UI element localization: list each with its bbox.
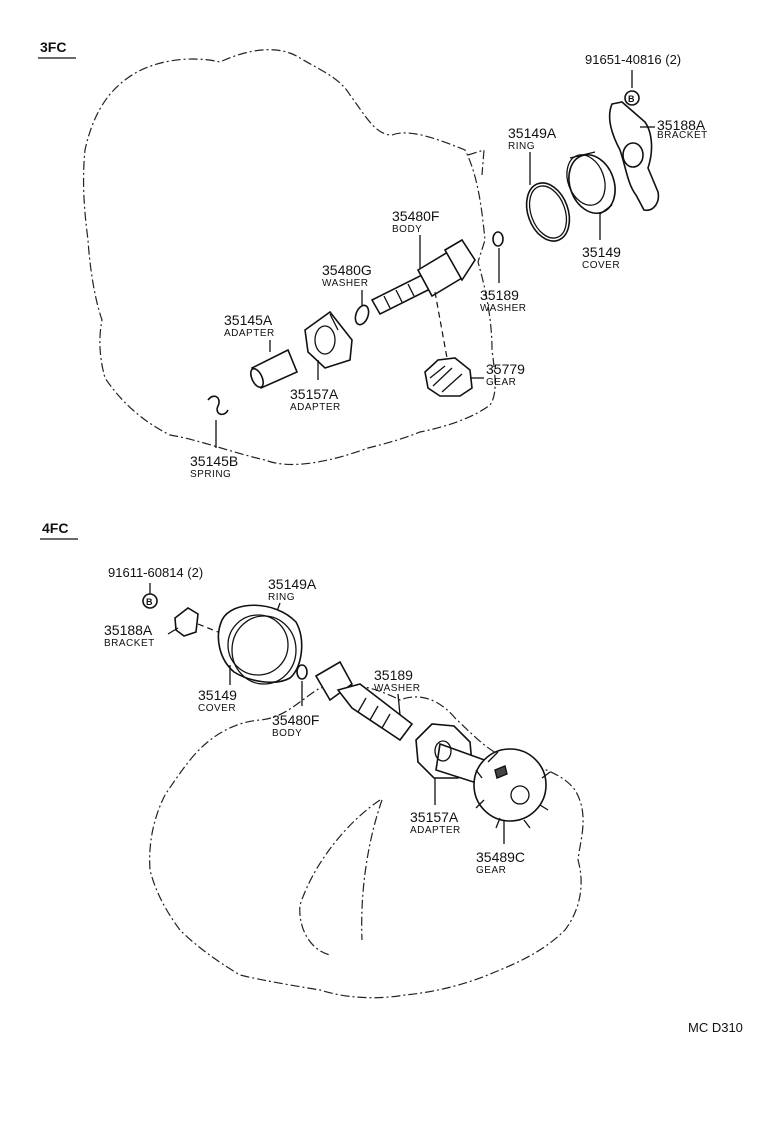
part-number-35149a: 35149A xyxy=(508,125,557,141)
callout-35480f-4fc: 35189 WASHER xyxy=(314,660,421,742)
part-number-91651-40816: 91651-40816 (2) xyxy=(585,52,681,67)
callout-35188a: 35188A BRACKET xyxy=(608,101,708,212)
bolt-marker-label-4fc: B xyxy=(146,597,153,607)
callout-35149-4fc: 35149 COVER xyxy=(198,604,303,714)
part-name-body-4fc: WASHER xyxy=(374,683,421,694)
part-number-35157a: 35157A xyxy=(290,386,339,402)
bolt-marker-icon-4fc xyxy=(142,593,158,609)
part-number-35189: 35189 xyxy=(480,287,519,303)
callout-35480g: 35480G WASHER xyxy=(322,262,372,326)
part-number-35149: 35149 xyxy=(582,244,621,260)
part-number-35188a-4fc: 35188A xyxy=(104,622,153,638)
cover-35149-icon-4fc xyxy=(217,604,303,684)
section-title-3fc: 3FC xyxy=(40,39,66,55)
callout-35157a-4fc: 35157A ADAPTER xyxy=(410,723,491,836)
part-name-gear: GEAR xyxy=(486,377,516,388)
callout-35145b: 35145B SPRING xyxy=(190,395,238,480)
part-number-35149-4fc: 35149 xyxy=(198,687,237,703)
case-inner-bore-4fc xyxy=(299,799,383,956)
part-number-35489c: 35489C xyxy=(476,849,525,865)
callout-35188a-4fc: 35188A BRACKET xyxy=(104,607,219,649)
gear-35779-icon xyxy=(424,357,473,397)
callout-35779: 35779 GEAR xyxy=(424,291,525,397)
callout-35157a: 35157A ADAPTER xyxy=(290,310,353,413)
part-name-washer-4fc: BODY xyxy=(272,728,302,739)
callout-35189: 35189 WASHER xyxy=(480,231,527,314)
part-name-cover: COVER xyxy=(582,260,620,271)
callout-35480f: 35480F BODY xyxy=(370,208,476,316)
callout-35149: 35149 COVER xyxy=(566,151,621,271)
washer-35189-icon xyxy=(492,231,504,247)
body-35480f-icon xyxy=(370,238,476,316)
ring-35149a-icon xyxy=(525,182,571,242)
section-title-4fc: 4FC xyxy=(42,520,68,536)
part-name-washer: WASHER xyxy=(322,278,369,289)
part-number-35189-4fc: 35480F xyxy=(272,712,319,728)
section-4fc: 4FC 91611-60814 (2) B 35149A RING 35188A… xyxy=(40,520,584,999)
callout-35145a: 35145A ADAPTER xyxy=(224,312,299,390)
bolt-marker-label: B xyxy=(628,94,635,104)
transmission-case-outline-4fc xyxy=(149,684,584,999)
diagram-code: MC D310 xyxy=(688,1020,743,1035)
body-35480f-icon-4fc xyxy=(314,660,414,742)
transmission-case-outline-3fc xyxy=(82,49,496,466)
part-number-91611-60814: 91611-60814 (2) xyxy=(108,565,203,580)
part-number-35157a-4fc: 35157A xyxy=(410,809,459,825)
part-name-gear-4fc: GEAR xyxy=(476,865,506,876)
part-name-spring: SPRING xyxy=(190,469,231,480)
part-number-35480g: 35480G xyxy=(322,262,372,278)
washer-35189-icon-4fc xyxy=(296,664,308,680)
part-name-washer-2: WASHER xyxy=(480,303,527,314)
part-name-adapter-2: ADAPTER xyxy=(290,402,341,413)
section-3fc: 3FC 91651-40816 (2) B 35188A BRACKET 351… xyxy=(38,39,708,480)
callout-35149a: 35149A RING xyxy=(508,125,571,242)
gear-35489c-icon xyxy=(473,748,547,822)
part-number-35188a: 35188A xyxy=(657,117,706,133)
part-name-ring: RING xyxy=(508,141,535,152)
part-name-ring-4fc: RING xyxy=(268,592,295,603)
spring-35145b-icon xyxy=(207,395,229,416)
case-flange-3fc xyxy=(467,149,485,176)
callout-35189-4fc: 35480F BODY xyxy=(272,664,319,739)
callout-91651-40816: 91651-40816 (2) B xyxy=(585,52,681,106)
part-number-35145b: 35145B xyxy=(190,453,238,469)
part-name-bracket-4fc: BRACKET xyxy=(104,638,155,649)
adapter-35157a-icon xyxy=(304,310,353,369)
part-number-35779: 35779 xyxy=(486,361,525,377)
part-name-adapter-4fc: ADAPTER xyxy=(410,825,461,836)
part-name-body: BODY xyxy=(392,224,422,235)
bolt-marker-icon xyxy=(624,90,640,106)
part-number-35480f-4fc: 35189 xyxy=(374,667,413,683)
callout-35489c-4fc: 35489C GEAR xyxy=(473,748,551,876)
callout-91611-60814: 91611-60814 (2) B xyxy=(108,565,203,609)
bracket-35188a-icon-4fc xyxy=(174,607,199,637)
part-name-cover-4fc: COVER xyxy=(198,703,236,714)
part-name-adapter: ADAPTER xyxy=(224,328,275,339)
washer-35480g-icon xyxy=(354,304,370,326)
part-number-35145a: 35145A xyxy=(224,312,273,328)
part-number-35149a-4fc: 35149A xyxy=(268,576,317,592)
part-number-35480f: 35480F xyxy=(392,208,439,224)
part-name-bracket: BRACKET xyxy=(657,130,708,141)
